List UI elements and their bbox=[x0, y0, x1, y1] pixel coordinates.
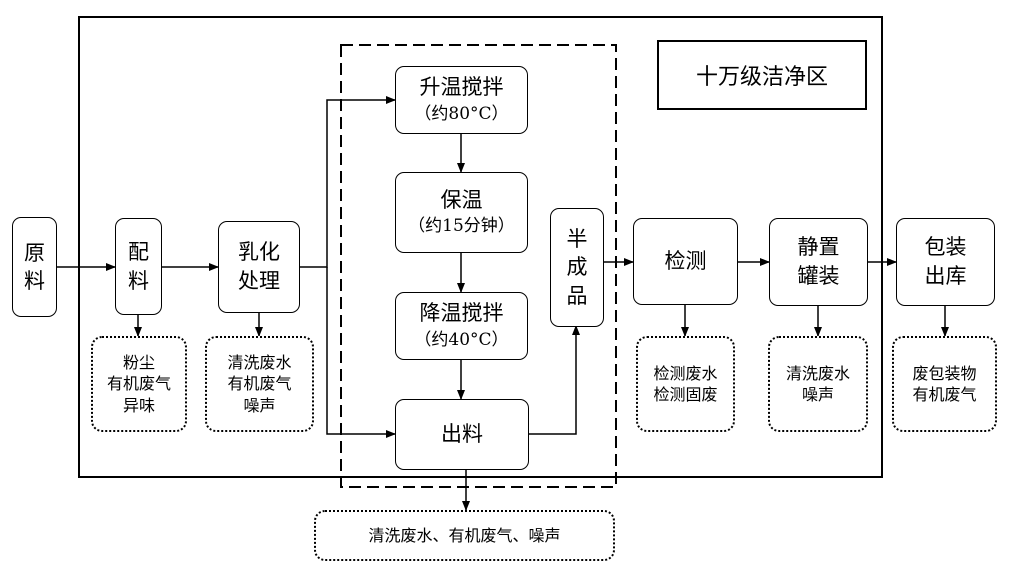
step-keep-warm: 保温 （约15分钟） bbox=[395, 172, 528, 253]
step-text: 出库 bbox=[924, 264, 967, 288]
clean-zone-label: 十万级洁净区 bbox=[657, 40, 867, 110]
step-text: 品 bbox=[566, 283, 588, 308]
emission-emulsify: 清洗废水 有机废气 噪声 bbox=[205, 336, 314, 432]
emission-text: 清洗废水、有机废气、噪声 bbox=[368, 525, 561, 545]
step-heat-stir: 升温搅拌 （约80°C） bbox=[395, 66, 528, 134]
emission-text: 噪声 bbox=[243, 395, 276, 415]
step-text: 处理 bbox=[238, 269, 280, 293]
emission-text: 检测废水 bbox=[653, 363, 718, 383]
step-text: 包装 bbox=[924, 234, 967, 259]
step-text: 保温 bbox=[440, 187, 483, 212]
step-raw-material: 原 料 bbox=[12, 217, 57, 317]
clean-zone-text: 十万级洁净区 bbox=[695, 65, 828, 90]
step-text: 配 bbox=[128, 240, 149, 265]
emission-text: 废包装物 bbox=[912, 363, 977, 383]
arrow-emulsify-to-heat bbox=[299, 96, 396, 268]
mixing-group-frame bbox=[340, 44, 617, 488]
step-subtext: （约40°C） bbox=[414, 329, 509, 350]
emission-text: 清洗废水 bbox=[785, 363, 850, 383]
step-semi-product: 半 成 品 bbox=[550, 208, 604, 327]
emission-mixing: 清洗废水、有机废气、噪声 bbox=[314, 510, 615, 561]
step-text: 罐装 bbox=[797, 264, 840, 288]
emission-text: 异味 bbox=[122, 395, 155, 415]
emission-text: 检测固废 bbox=[653, 385, 718, 404]
emission-text: 有机废气 bbox=[912, 385, 977, 404]
emission-text: 有机废气 bbox=[106, 374, 171, 394]
step-text: 升温搅拌 bbox=[419, 75, 504, 100]
step-text: 料 bbox=[128, 268, 149, 293]
emission-text: 清洗废水 bbox=[227, 353, 292, 373]
step-emulsify: 乳化 处理 bbox=[218, 221, 300, 313]
step-text: 成 bbox=[566, 255, 588, 280]
emission-pack-out: 废包装物 有机废气 bbox=[892, 336, 997, 432]
step-text: 静置 bbox=[797, 234, 840, 259]
step-text: 出料 bbox=[441, 421, 483, 446]
clean-zone-frame bbox=[78, 16, 883, 478]
step-text: 降温搅拌 bbox=[419, 301, 504, 326]
emission-text: 有机废气 bbox=[227, 374, 292, 394]
emission-text: 粉尘 bbox=[122, 353, 155, 373]
step-text: 料 bbox=[24, 269, 45, 293]
step-text: 原 bbox=[24, 240, 45, 265]
step-cool-stir: 降温搅拌 （约40°C） bbox=[395, 292, 528, 360]
step-text: 检测 bbox=[664, 248, 707, 273]
step-inspection: 检测 bbox=[633, 218, 738, 305]
step-text: 乳化 bbox=[238, 239, 280, 264]
arrow-discharge-to-semi bbox=[528, 325, 580, 435]
step-subtext: （约15分钟） bbox=[408, 216, 515, 237]
step-pack-out: 包装 出库 bbox=[896, 218, 995, 306]
emission-settle-fill: 清洗废水 噪声 bbox=[768, 336, 868, 432]
step-settle-fill: 静置 罐装 bbox=[769, 218, 868, 306]
step-batching: 配 料 bbox=[115, 218, 162, 315]
arrow-branch-to-discharge bbox=[326, 267, 396, 438]
step-text: 半 bbox=[566, 226, 588, 251]
emission-text: 噪声 bbox=[801, 385, 834, 404]
emission-batching: 粉尘 有机废气 异味 bbox=[91, 336, 187, 432]
step-subtext: （约80°C） bbox=[414, 103, 509, 124]
emission-inspection: 检测废水 检测固废 bbox=[636, 336, 735, 432]
step-discharge: 出料 bbox=[395, 399, 529, 470]
